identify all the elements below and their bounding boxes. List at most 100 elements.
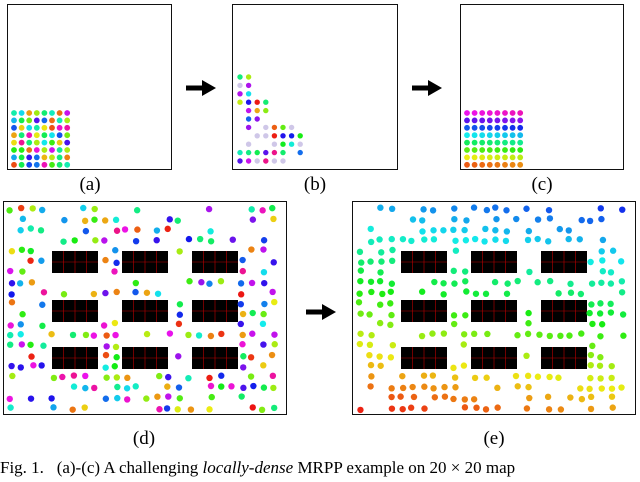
robot-dot: [420, 372, 428, 379]
robot-dot: [245, 149, 252, 156]
robot-dot: [460, 341, 467, 348]
robot-dot: [111, 319, 119, 327]
robot-dot: [7, 322, 14, 329]
robot-dot: [502, 117, 508, 124]
robot-dot: [545, 206, 553, 214]
robot-dot: [82, 372, 89, 380]
robot-dot: [451, 205, 458, 212]
robot-dot: [91, 205, 98, 213]
robot-dot: [387, 321, 394, 329]
robot-dot: [450, 395, 457, 403]
robot-dot: [18, 341, 26, 348]
robot-dot: [206, 406, 213, 413]
robot-dot: [534, 216, 542, 223]
robot-dot: [620, 332, 627, 339]
robot-dot: [218, 383, 225, 390]
robot-dot: [11, 161, 17, 168]
robot-dot: [198, 279, 205, 286]
robot-dot: [17, 321, 24, 328]
robot-dot: [27, 247, 34, 255]
robot-dot: [270, 404, 278, 412]
robot-dot: [378, 249, 385, 256]
robot-dot: [18, 161, 25, 168]
robot-dot: [229, 236, 236, 243]
robot-dot: [254, 99, 260, 105]
robot-dot: [254, 107, 260, 114]
robot-dot: [81, 404, 88, 411]
arrow-right-icon: [186, 80, 216, 96]
robot-dot: [61, 216, 68, 224]
robot-dot: [565, 227, 572, 234]
robot-dot: [27, 341, 34, 348]
robot-dot: [207, 238, 215, 245]
robot-dot: [387, 354, 395, 361]
robot-dot: [545, 406, 553, 413]
robot-dot: [484, 330, 491, 338]
robot-dot: [429, 372, 437, 379]
robot-dot: [486, 147, 493, 153]
robot-dot: [8, 280, 16, 287]
robot-dot: [421, 236, 428, 243]
robot-dot: [512, 372, 520, 380]
robot-dot: [356, 290, 363, 297]
robot-dot: [598, 321, 606, 328]
robot-dot: [69, 331, 77, 339]
robot-dot: [524, 330, 532, 338]
robot-dot: [114, 394, 121, 402]
arrow-right-icon: [306, 304, 336, 320]
robot-dot: [471, 132, 478, 139]
robot-dot: [450, 320, 458, 328]
robot-dot: [378, 258, 385, 265]
robot-dot: [113, 354, 120, 361]
robot-dot: [56, 147, 63, 153]
panel-c: [460, 4, 624, 170]
robot-dot: [544, 393, 552, 401]
robot-dot: [245, 141, 252, 147]
robot-dot: [40, 289, 48, 296]
robot-dot: [90, 290, 98, 298]
robot-dot: [557, 406, 565, 413]
robot-dot: [599, 236, 607, 244]
robot-dot: [245, 158, 252, 164]
robot-dot: [567, 280, 574, 288]
robot-dot: [366, 351, 373, 359]
robot-dot: [64, 110, 71, 116]
robot-dot: [245, 107, 252, 114]
robot-dot: [366, 341, 374, 349]
robot-dot: [56, 139, 63, 146]
robot-dot: [471, 124, 478, 131]
robot-dot: [102, 351, 110, 359]
robot-dot: [260, 237, 268, 244]
robot-dot: [206, 280, 213, 287]
robot-dot: [271, 298, 278, 306]
robot-dot: [49, 161, 55, 168]
robot-dot: [409, 383, 416, 391]
robot-dot: [41, 139, 48, 146]
robot-dot: [123, 385, 131, 392]
robot-dot: [471, 374, 479, 382]
robot-dot: [502, 132, 508, 139]
robot-dot: [206, 374, 213, 382]
robot-dot: [268, 351, 276, 359]
robot-dot: [269, 372, 277, 380]
robot-dot: [33, 161, 40, 168]
robot-dot: [260, 310, 267, 318]
panel-d: [3, 201, 287, 415]
robot-dot: [379, 290, 386, 298]
robot-dot: [388, 280, 396, 287]
robot-dot: [248, 279, 256, 287]
robot-dot: [245, 99, 252, 105]
robot-dot: [387, 300, 394, 307]
robot-dot: [50, 404, 57, 411]
robot-dot: [494, 139, 501, 146]
robot-dot: [153, 236, 160, 244]
robot-dot: [598, 279, 605, 286]
robot-dot: [60, 238, 67, 245]
robot-dot: [586, 309, 593, 317]
robot-dot: [33, 154, 40, 161]
robot-dot: [237, 280, 245, 287]
robot-dot: [517, 161, 524, 168]
robot-dot: [280, 133, 286, 139]
robot-dot: [462, 237, 470, 244]
robot-dot: [269, 288, 276, 296]
